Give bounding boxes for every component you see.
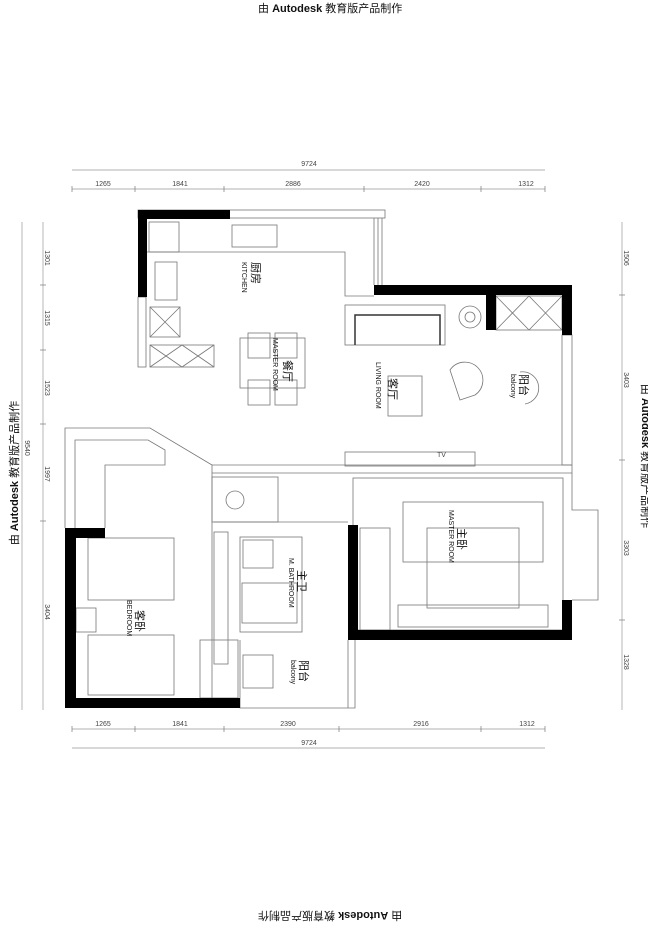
room-master-bathroom: 主卫 M. BATHROOM bbox=[287, 558, 308, 608]
room-label-cn: 客卧 bbox=[133, 610, 147, 632]
room-label-cn: 客厅 bbox=[386, 378, 400, 400]
dim-bottom-seg: 2916 bbox=[413, 721, 429, 728]
structural-walls bbox=[65, 210, 572, 708]
watermark-top: 由 Autodesk 教育版产品制作 bbox=[258, 0, 402, 16]
room-label-en: balcony bbox=[289, 660, 296, 685]
dim-bottom-seg: 1841 bbox=[172, 721, 188, 728]
dim-left-seg: 1523 bbox=[43, 380, 50, 396]
room-label-cn: 阳台 bbox=[517, 374, 531, 396]
dim-top-seg: 1312 bbox=[518, 181, 534, 188]
watermark-suffix: 教育版产品制作 bbox=[322, 3, 403, 15]
room-label-cn: 主卧 bbox=[455, 528, 468, 550]
watermark-prefix: 由 bbox=[258, 3, 273, 15]
dim-bottom-total: 9724 bbox=[301, 740, 317, 747]
dimension-labels: 9724 1265 1841 2886 2420 1312 1265 1841 … bbox=[23, 161, 629, 747]
room-label-en: balcony bbox=[509, 374, 516, 399]
room-label-en: BEDROOM bbox=[125, 600, 132, 636]
room-label-en: KITCHEN bbox=[240, 262, 247, 293]
dim-left-seg: 1315 bbox=[43, 310, 50, 326]
dim-top-seg: 2420 bbox=[414, 181, 430, 188]
room-master-bedroom: 主卧 MASTER ROOM bbox=[447, 510, 468, 563]
room-label-en: LIVING ROOM bbox=[374, 362, 381, 409]
dim-top-seg: 1841 bbox=[172, 181, 188, 188]
room-label-cn: 厨房 bbox=[249, 262, 262, 284]
room-label-en: MASTER ROOM bbox=[447, 510, 454, 563]
room-living: 客厅 LIVING ROOM bbox=[374, 362, 400, 409]
dim-left-seg: 3404 bbox=[43, 604, 50, 620]
dim-left-seg: 1301 bbox=[43, 250, 50, 266]
dim-right-seg: 1506 bbox=[622, 250, 629, 266]
watermark-brand: Autodesk bbox=[272, 3, 323, 15]
tv-label: TV bbox=[437, 452, 446, 459]
room-guest-bedroom: 客卧 BEDROOM bbox=[125, 600, 147, 636]
room-label-cn: 餐厅 bbox=[281, 360, 295, 382]
room-balcony-bath: 阳台 balcony bbox=[289, 660, 311, 685]
room-label-en: MASTER ROOM bbox=[271, 338, 278, 391]
dim-top-seg: 2886 bbox=[285, 181, 301, 188]
dim-right-seg: 1328 bbox=[622, 654, 629, 670]
dim-bottom-seg: 1265 bbox=[95, 721, 111, 728]
room-kitchen: 厨房 KITCHEN bbox=[240, 262, 262, 293]
room-label-cn: 主卫 bbox=[295, 570, 308, 592]
dim-top-seg: 1265 bbox=[95, 181, 111, 188]
room-label-cn: 阳台 bbox=[297, 660, 311, 682]
dim-right-seg: 3303 bbox=[622, 540, 629, 556]
dim-right-seg: 3403 bbox=[622, 372, 629, 388]
dim-top-total: 9724 bbox=[301, 161, 317, 168]
dim-left-seg: 1997 bbox=[43, 466, 50, 482]
room-dining: 餐厅 MASTER ROOM bbox=[271, 338, 295, 391]
dim-bottom-seg: 2390 bbox=[280, 721, 296, 728]
room-balcony-living: 阳台 balcony bbox=[509, 374, 531, 399]
dim-left-total: 9540 bbox=[23, 440, 30, 456]
dimension-lines bbox=[21, 169, 625, 749]
dim-bottom-seg: 1312 bbox=[519, 721, 535, 728]
room-label-en: M. BATHROOM bbox=[287, 558, 294, 608]
